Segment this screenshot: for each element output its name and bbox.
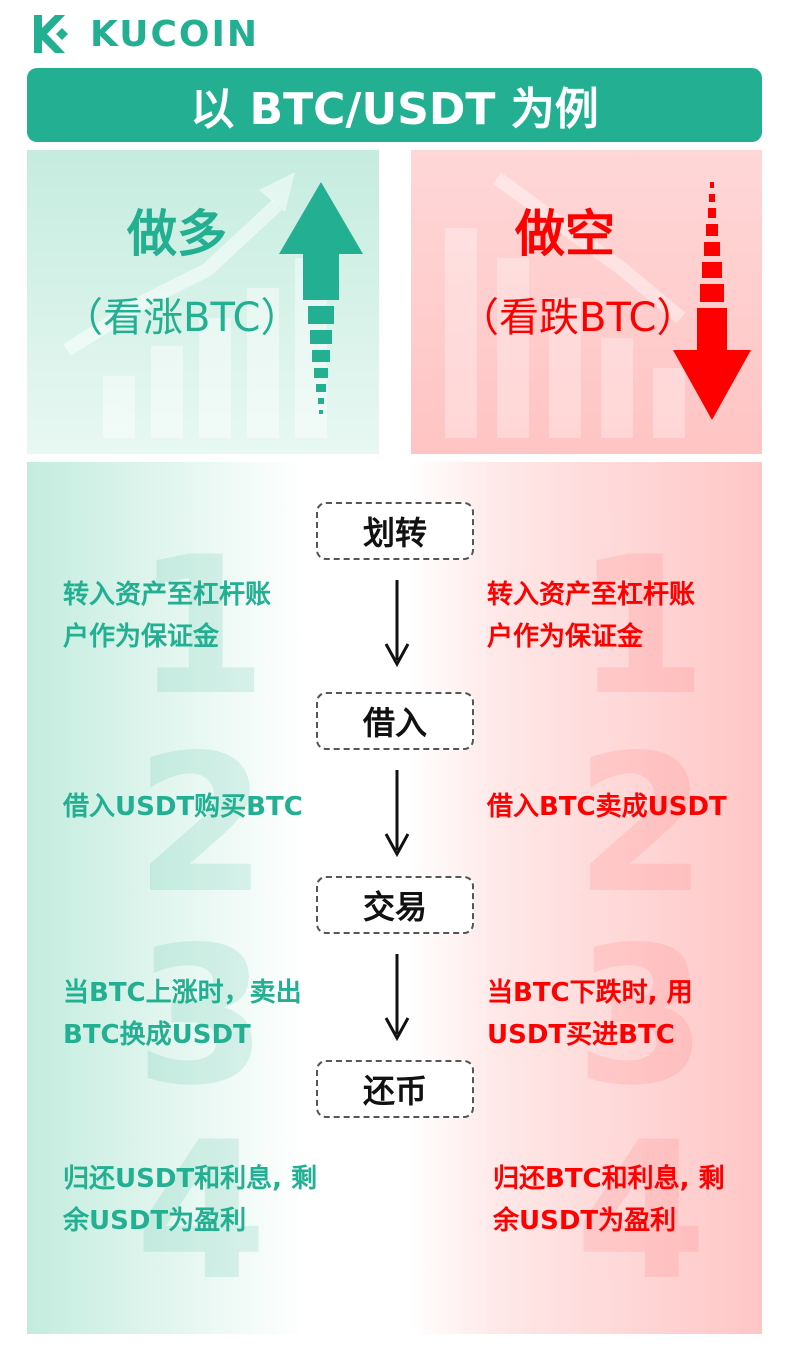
down-arrow-1-icon [384, 580, 410, 668]
short-step-3-line1: 当BTC下跌时, 用 [487, 978, 693, 1008]
brand-logo: KUCOIN [28, 10, 259, 58]
step-box-transfer: 划转 [316, 502, 474, 560]
step-box-trade: 交易 [316, 876, 474, 934]
step-box-borrow: 借入 [316, 692, 474, 750]
short-subtitle: （看跌BTC） [459, 295, 697, 341]
long-step-3-line2: BTC换成USDT [63, 1020, 251, 1050]
short-step-2-line1: 借入BTC卖成USDT [487, 792, 727, 822]
short-step-1-desc: 转入资产至杠杆账 户作为保证金 [487, 574, 695, 658]
long-step-4-line2: 余USDT为盈利 [63, 1206, 247, 1236]
bg-number-short-2: 2 [575, 714, 708, 935]
down-arrow-icon [673, 182, 751, 420]
long-title: 做多 [127, 205, 227, 263]
long-step-2-desc: 借入USDT购买BTC [63, 786, 303, 828]
short-step-3-line2: USDT买进BTC [487, 1020, 675, 1050]
page-title-text: 以 BTC/USDT 为例 [190, 84, 599, 135]
bg-number-long-4: 4 [135, 1101, 268, 1322]
bg-number-short-3: 3 [575, 906, 708, 1127]
long-step-1-line2: 户作为保证金 [63, 622, 220, 652]
short-title: 做空 [515, 205, 615, 263]
long-step-4-line1: 归还USDT和利息, 剩 [63, 1164, 318, 1194]
bg-number-long-3: 3 [135, 906, 268, 1127]
long-step-1-line1: 转入资产至杠杆账 [63, 580, 272, 610]
long-subtitle: （看涨BTC） [63, 295, 301, 341]
down-arrow-3-icon [384, 954, 410, 1042]
down-arrow-2-icon [384, 770, 410, 858]
bg-number-long-1: 1 [135, 516, 268, 737]
long-step-3-desc: 当BTC上涨时，卖出 BTC换成USDT [63, 972, 302, 1056]
short-step-3-desc: 当BTC下跌时, 用 USDT买进BTC [487, 972, 693, 1056]
long-panel: 做多 （看涨BTC） [27, 150, 379, 454]
short-step-2-desc: 借入BTC卖成USDT [487, 786, 727, 828]
short-step-4-desc: 归还BTC和利息, 剩 余USDT为盈利 [493, 1158, 725, 1242]
short-step-4-line2: 余USDT为盈利 [493, 1206, 677, 1236]
short-step-1-line1: 转入资产至杠杆账 [487, 580, 696, 610]
short-step-1-line2: 户作为保证金 [487, 622, 644, 652]
bg-number-short-4: 4 [575, 1101, 708, 1322]
step-box-repay: 还币 [316, 1060, 474, 1118]
long-step-2-line1: 借入USDT购买BTC [63, 792, 303, 822]
long-step-4-desc: 归还USDT和利息, 剩 余USDT为盈利 [63, 1158, 317, 1242]
flow-section: 1 2 3 4 1 2 3 4 划转 借入 交易 还币 转入资产至杠杆账 户作为… [27, 462, 762, 1334]
long-step-3-line1: 当BTC上涨时，卖出 [63, 978, 302, 1008]
kucoin-logo-icon [34, 15, 68, 53]
brand-name: KUCOIN [90, 13, 260, 55]
short-panel: 做空 （看跌BTC） [411, 150, 762, 454]
bg-number-long-2: 2 [135, 714, 268, 935]
long-step-1-desc: 转入资产至杠杆账 户作为保证金 [63, 574, 271, 658]
bg-number-short-1: 1 [575, 516, 708, 737]
falling-bars-graphic [445, 172, 686, 438]
short-step-4-line1: 归还BTC和利息, 剩 [493, 1164, 725, 1194]
up-arrow-icon [279, 182, 363, 414]
page-title: 以 BTC/USDT 为例 [27, 68, 762, 142]
